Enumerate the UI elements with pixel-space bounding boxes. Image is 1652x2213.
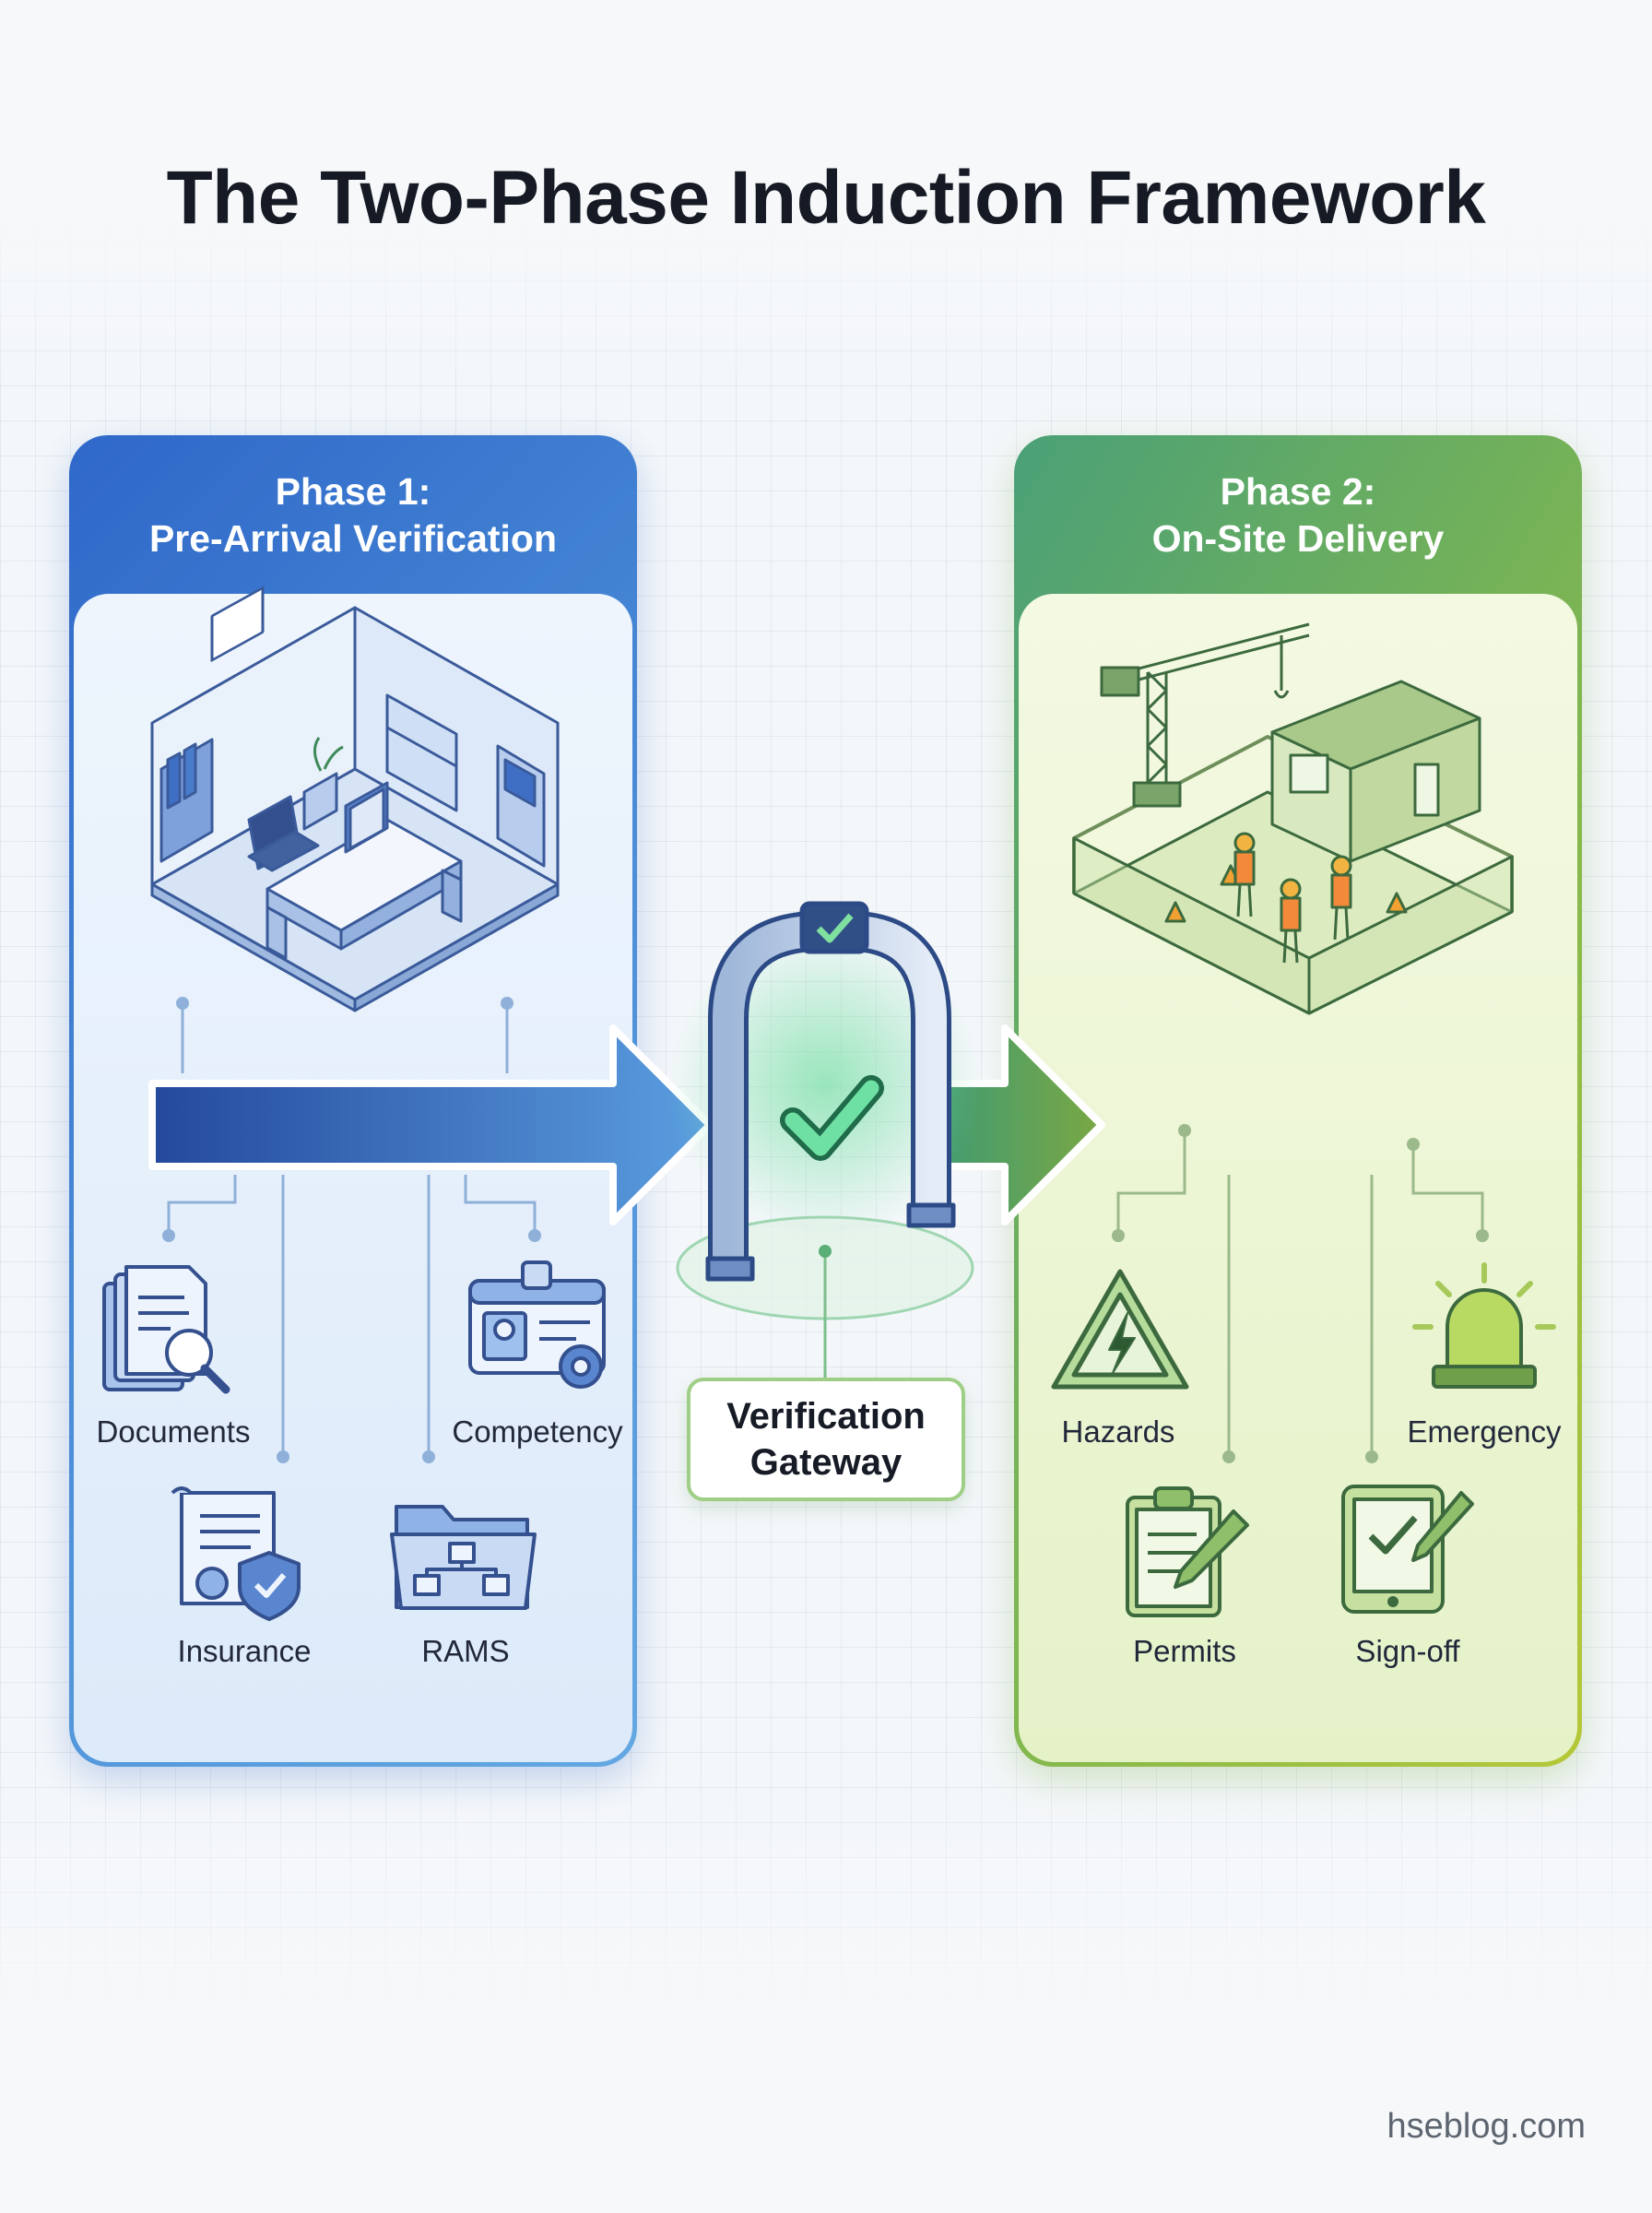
phase-2-item-emergency: Emergency (1407, 1414, 1562, 1449)
construction-site-illustration (1072, 622, 1514, 1015)
phase-2-item-hazards: Hazards (1061, 1414, 1175, 1449)
phase-1-heading-number: Phase 1: (275, 470, 431, 513)
background-fade-top (0, 0, 1652, 387)
security-gate-checkmark-icon (668, 901, 982, 1379)
phase-2-heading: Phase 2: On-Site Delivery (1014, 468, 1582, 562)
clipboard-pen-icon (1126, 1486, 1249, 1617)
phase-2-item-permits: Permits (1133, 1634, 1236, 1668)
certificate-shield-icon (171, 1486, 301, 1621)
verification-gateway-label: Verification Gateway (687, 1378, 965, 1501)
folder-flowchart-icon (390, 1505, 537, 1610)
phase-1-item-competency: Competency (452, 1414, 623, 1449)
phase-1-item-insurance: Insurance (177, 1634, 312, 1668)
background-fade-bottom (0, 1770, 1652, 2213)
emergency-beacon-icon (1412, 1262, 1556, 1389)
phase-2-body: Hazards Emergency (1019, 594, 1577, 1762)
phase-1-body: Documents Competency (74, 586, 632, 1762)
page-title: The Two-Phase Induction Framework (166, 156, 1486, 240)
phase-1-connectors (162, 997, 541, 1463)
phase-2-item-sign-off: Sign-off (1355, 1634, 1460, 1668)
gateway-label-line-1: Verification (726, 1396, 926, 1437)
id-badge-gear-icon (468, 1260, 606, 1389)
phase-1-item-rams: RAMS (421, 1634, 510, 1668)
phase-1-item-documents: Documents (96, 1414, 251, 1449)
document-search-icon (102, 1265, 230, 1394)
hazard-warning-icon (1051, 1269, 1189, 1390)
phase-2-heading-title: On-Site Delivery (1151, 517, 1445, 560)
phase-2-connectors (1112, 1124, 1489, 1463)
tablet-check-icon (1341, 1485, 1474, 1614)
gateway-label-line-2: Gateway (749, 1442, 903, 1483)
phase-1-heading-title: Pre-Arrival Verification (148, 517, 558, 560)
phase-2-panel: Phase 2: On-Site Delivery (1014, 435, 1582, 1767)
phase-1-heading: Phase 1: Pre-Arrival Verification (69, 468, 637, 562)
flow-arrow-phase-1-to-gateway (148, 1024, 714, 1225)
footer-source: hseblog.com (1386, 2107, 1586, 2146)
office-room-illustration (150, 586, 560, 1012)
phase-2-heading-number: Phase 2: (1220, 470, 1376, 513)
